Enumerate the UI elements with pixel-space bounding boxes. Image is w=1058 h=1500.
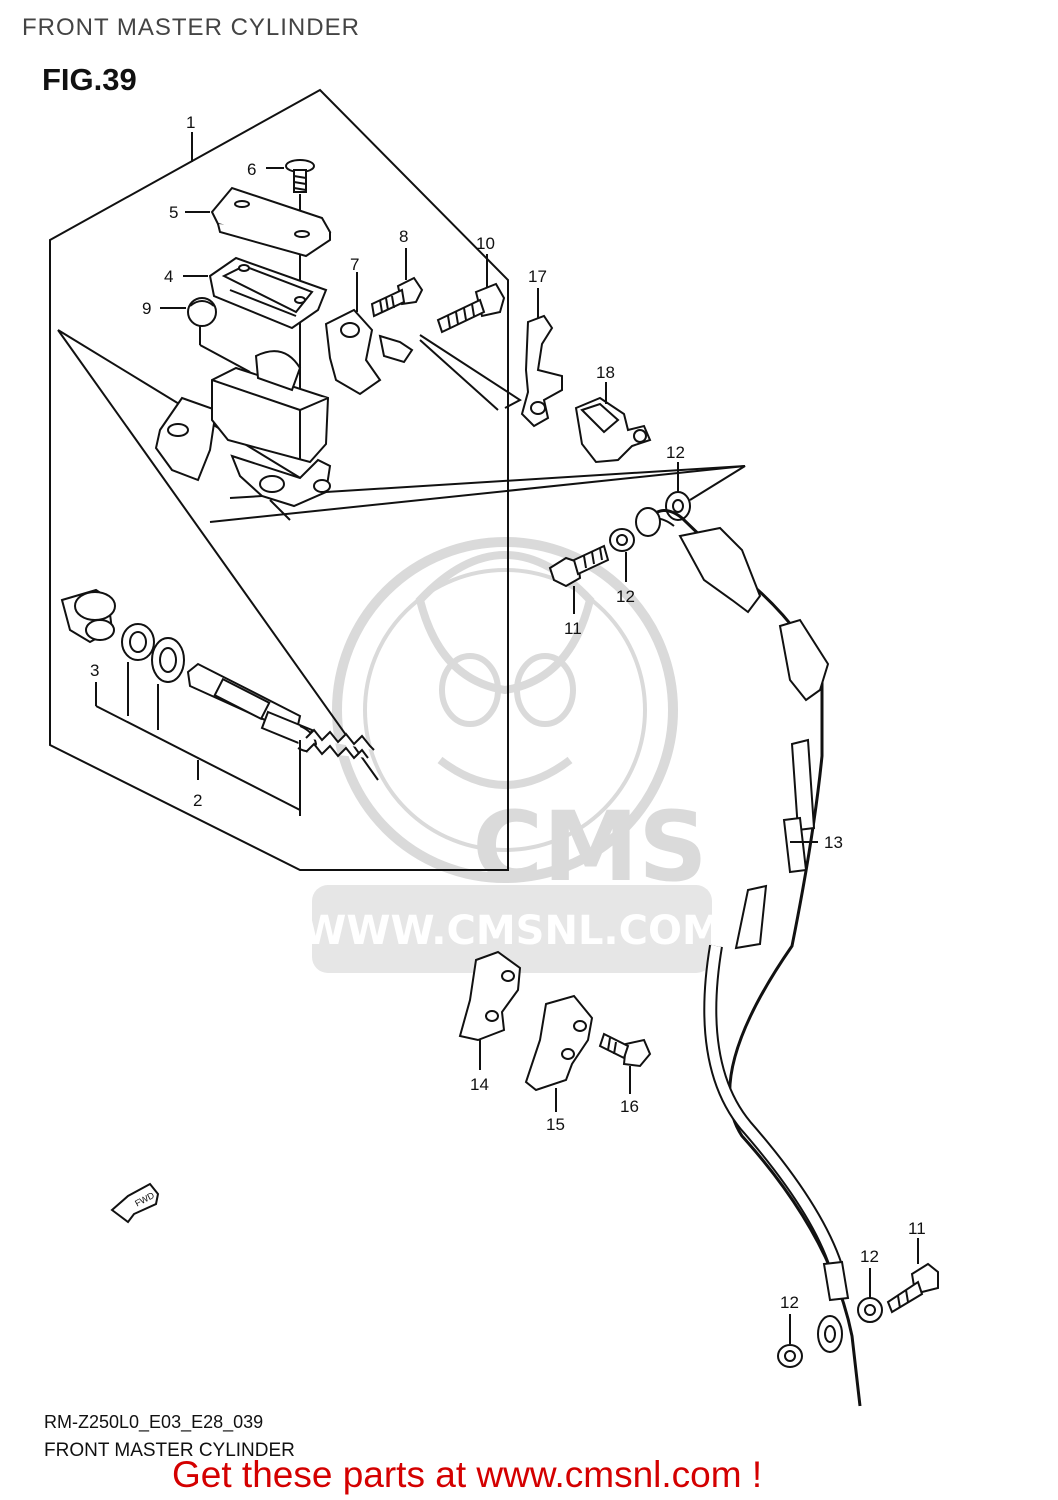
washer-part-12-d (777, 1314, 803, 1368)
callout-11-lower: 11 (908, 1219, 926, 1238)
bolt-part-16 (598, 1032, 652, 1094)
callout-15: 15 (546, 1115, 565, 1134)
callout-numbers: 1 2 3 4 5 6 7 8 9 10 11 11 12 12 12 12 1… (90, 113, 926, 1312)
callout-9: 9 (142, 299, 151, 318)
diagram-code: RM-Z250L0_E03_E28_039 (44, 1412, 264, 1432)
washer-part-12-c (857, 1268, 883, 1323)
guide-line (419, 339, 499, 411)
guide-line (57, 329, 379, 781)
callout-5: 5 (169, 203, 178, 222)
callout-4: 4 (164, 267, 173, 286)
washer-part-12-a (609, 528, 635, 582)
guide-line (419, 334, 522, 409)
page-title: FRONT MASTER CYLINDER (22, 14, 360, 41)
callout-12-b: 12 (666, 443, 685, 462)
callout-13: 13 (824, 833, 843, 852)
callout-11-upper: 11 (564, 619, 582, 638)
bolt-part-8 (370, 248, 424, 318)
callout-8: 8 (399, 227, 408, 246)
lever-part-17 (520, 288, 563, 428)
callout-17: 17 (528, 267, 547, 286)
washer-seal (151, 637, 185, 730)
callout-1: 1 (186, 113, 195, 132)
circlip (121, 623, 155, 716)
bolt-part-10 (436, 254, 506, 334)
boot-part-3 (60, 588, 301, 811)
callout-3: 3 (90, 661, 99, 680)
shop-link-banner[interactable]: Get these parts at www.cmsnl.com ! (172, 1454, 763, 1495)
forward-direction-badge: FWD (110, 1182, 160, 1224)
hose-guide-part-15 (524, 994, 594, 1112)
reservoir-cap-part-5 (185, 186, 332, 258)
switch-part-18 (574, 382, 652, 464)
banjo-bolt-part-11-lower (886, 1238, 939, 1314)
callout-14: 14 (470, 1075, 489, 1094)
watermark-brand: CMS (472, 791, 707, 903)
figure-label: FIG.39 (42, 62, 137, 97)
master-cylinder-body (154, 350, 332, 521)
banjo-bolt-part-11-upper (548, 544, 610, 614)
brake-hose-part-13 (635, 507, 862, 1407)
callout-16: 16 (620, 1097, 639, 1116)
diagram-footer-title: FRONT MASTER CYLINDER (44, 1440, 295, 1461)
callout-7: 7 (350, 255, 359, 274)
clamp-part-7 (324, 272, 414, 396)
piston-part-2 (186, 662, 375, 816)
diaphragm-part-4 (183, 256, 328, 330)
watermark-url-banner (312, 885, 712, 973)
callout-12-c: 12 (860, 1247, 879, 1266)
callout-10: 10 (476, 234, 495, 253)
callout-2: 2 (193, 791, 202, 810)
assembly-outline (49, 88, 509, 871)
callout-6: 6 (247, 160, 256, 179)
callout-18: 18 (596, 363, 615, 382)
watermark-url: WWW.CMSNL.COM (302, 908, 722, 954)
hose-clamp-part-14 (458, 950, 522, 1070)
cms-watermark: CMS WWW.CMSNL.COM (302, 537, 722, 973)
callout-12-d: 12 (780, 1293, 799, 1312)
callout-12-a: 12 (616, 587, 635, 606)
cap-part-9 (160, 297, 251, 373)
